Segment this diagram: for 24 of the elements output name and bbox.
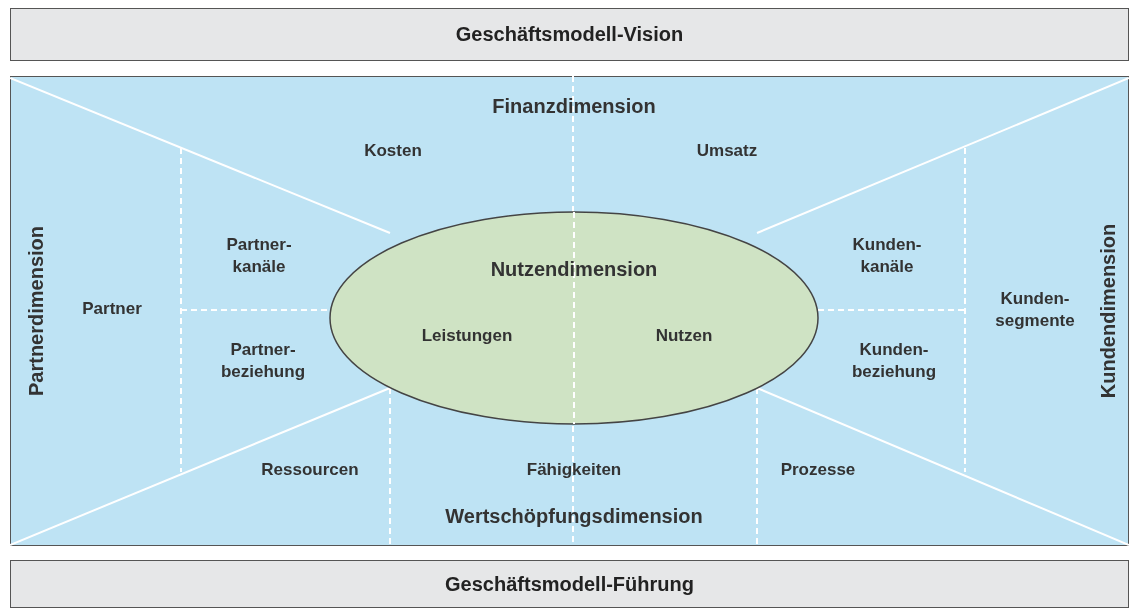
- area-label: Kunden-segmente: [995, 287, 1075, 332]
- area-label: Partner-kanäle: [225, 233, 293, 278]
- area-label: Fähigkeiten: [526, 458, 622, 481]
- dimension-title: Kundendimension: [1096, 223, 1120, 399]
- title-band: [10, 8, 1129, 61]
- area-label: Umsatz: [696, 139, 758, 162]
- area-label: Ressourcen: [261, 458, 359, 481]
- canvas-panel: [10, 76, 1129, 546]
- band-title: Geschäftsmodell-Vision: [455, 23, 684, 46]
- area-label: Nutzen: [655, 324, 713, 347]
- area-label: Prozesse: [780, 458, 856, 481]
- dimension-title: Partnerdimension: [24, 226, 48, 396]
- dimension-title: Finanzdimension: [492, 94, 656, 119]
- title-band: [10, 560, 1129, 608]
- area-label: Kunden-kanäle: [852, 233, 922, 278]
- value-ellipse: [329, 211, 819, 425]
- dimension-title: Nutzendimension: [490, 257, 658, 282]
- area-label: Partner: [82, 297, 142, 320]
- area-label: Kosten: [364, 139, 422, 162]
- area-label: Partner-beziehung: [219, 338, 307, 383]
- dimension-title: Wertschöpfungsdimension: [445, 504, 703, 529]
- area-label: Leistungen: [421, 324, 513, 347]
- area-label: Kunden-beziehung: [850, 338, 938, 383]
- band-title: Geschäftsmodell-Führung: [445, 572, 694, 596]
